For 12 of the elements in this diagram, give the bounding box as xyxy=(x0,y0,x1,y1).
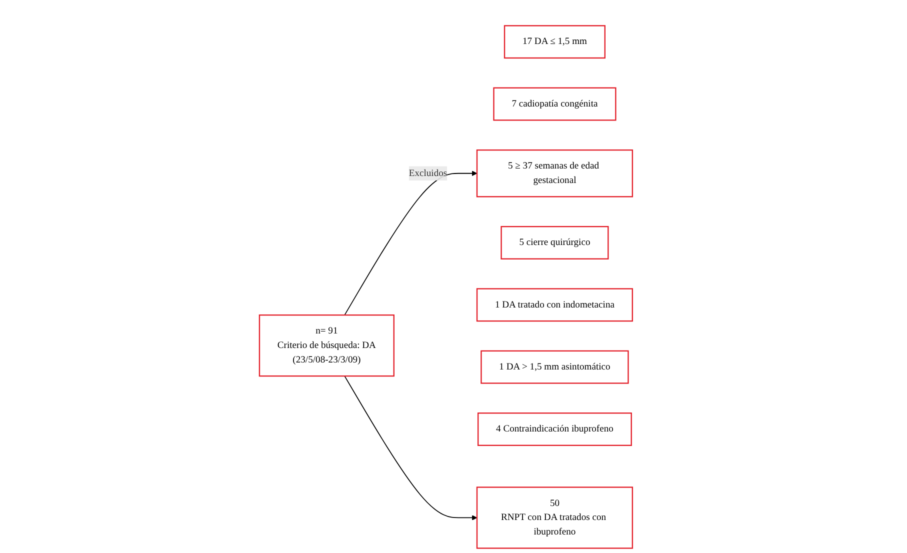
node-box: 4 Contraindicación ibuprofeno xyxy=(478,412,632,446)
arrow xyxy=(344,376,478,520)
arrow xyxy=(344,170,478,316)
node-box: 5 cierre quirúrgico xyxy=(500,226,609,260)
node-box: n= 91 Criterio de búsqueda: DA (23/5/08-23/3/09) xyxy=(258,314,395,377)
node-box: 5 ≥ 37 semanas de edad gestacional xyxy=(476,149,634,198)
edge-label: Excluidos xyxy=(408,168,448,178)
node-box: 1 DA tratado con indometacina xyxy=(476,288,634,322)
node-box: 17 DA ≤ 1,5 mm xyxy=(504,25,606,59)
node-box: 7 cadiopatía congénita xyxy=(493,87,616,121)
node-box: 1 DA > 1,5 mm asintomático xyxy=(480,350,629,384)
node-box: 50 RNPT con DA tratados con ibuprofeno xyxy=(476,486,634,549)
